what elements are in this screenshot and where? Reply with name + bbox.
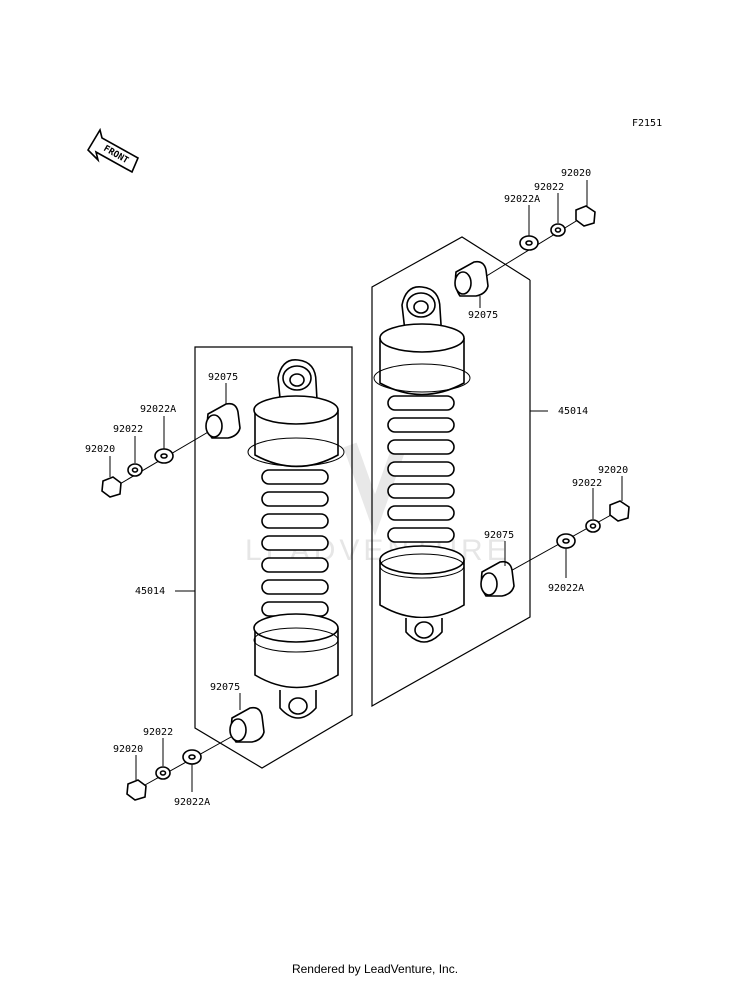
label-right-top-washer: 92022 [534, 182, 564, 193]
label-right-top-nut: 92020 [561, 168, 591, 179]
label-left-top-bushing: 92075 [208, 372, 238, 383]
label-right-bottom-nut: 92020 [598, 465, 628, 476]
right-top-hardware [454, 205, 596, 297]
left-bracket [175, 346, 353, 769]
label-left-top-washer-a: 92022A [140, 404, 176, 415]
label-left-assembly: 45014 [135, 586, 165, 597]
label-right-top-washer-a: 92022A [504, 194, 540, 205]
label-left-bottom-washer: 92022 [143, 727, 173, 738]
figure-code: F2151 [632, 118, 662, 129]
right-bottom-hardware [480, 500, 630, 597]
right-spring [387, 395, 455, 543]
right-bottom-leaders [504, 476, 623, 578]
label-right-bottom-washer-a: 92022A [548, 583, 584, 594]
label-right-bottom-washer: 92022 [572, 478, 602, 489]
label-right-bottom-bushing: 92075 [484, 530, 514, 541]
right-bracket [371, 236, 548, 708]
label-left-bottom-washer-a: 92022A [174, 797, 210, 808]
label-left-bottom-bushing: 92075 [210, 682, 240, 693]
left-bottom-leaders [135, 693, 241, 792]
label-right-assembly: 45014 [558, 406, 588, 417]
label-left-bottom-nut: 92020 [113, 744, 143, 755]
footer-credit: Rendered by LeadVenture, Inc. [291, 962, 459, 976]
left-spring [261, 469, 329, 617]
left-shock-absorber [247, 359, 345, 719]
label-left-top-washer: 92022 [113, 424, 143, 435]
left-top-leaders [109, 383, 227, 477]
label-left-top-nut: 92020 [85, 444, 115, 455]
left-top-hardware [101, 402, 241, 498]
right-shock-absorber [373, 286, 471, 643]
right-top-leaders [479, 180, 588, 308]
label-right-top-bushing: 92075 [468, 310, 498, 321]
left-bottom-hardware [126, 706, 265, 801]
front-arrow-icon: FRONT [86, 127, 140, 174]
